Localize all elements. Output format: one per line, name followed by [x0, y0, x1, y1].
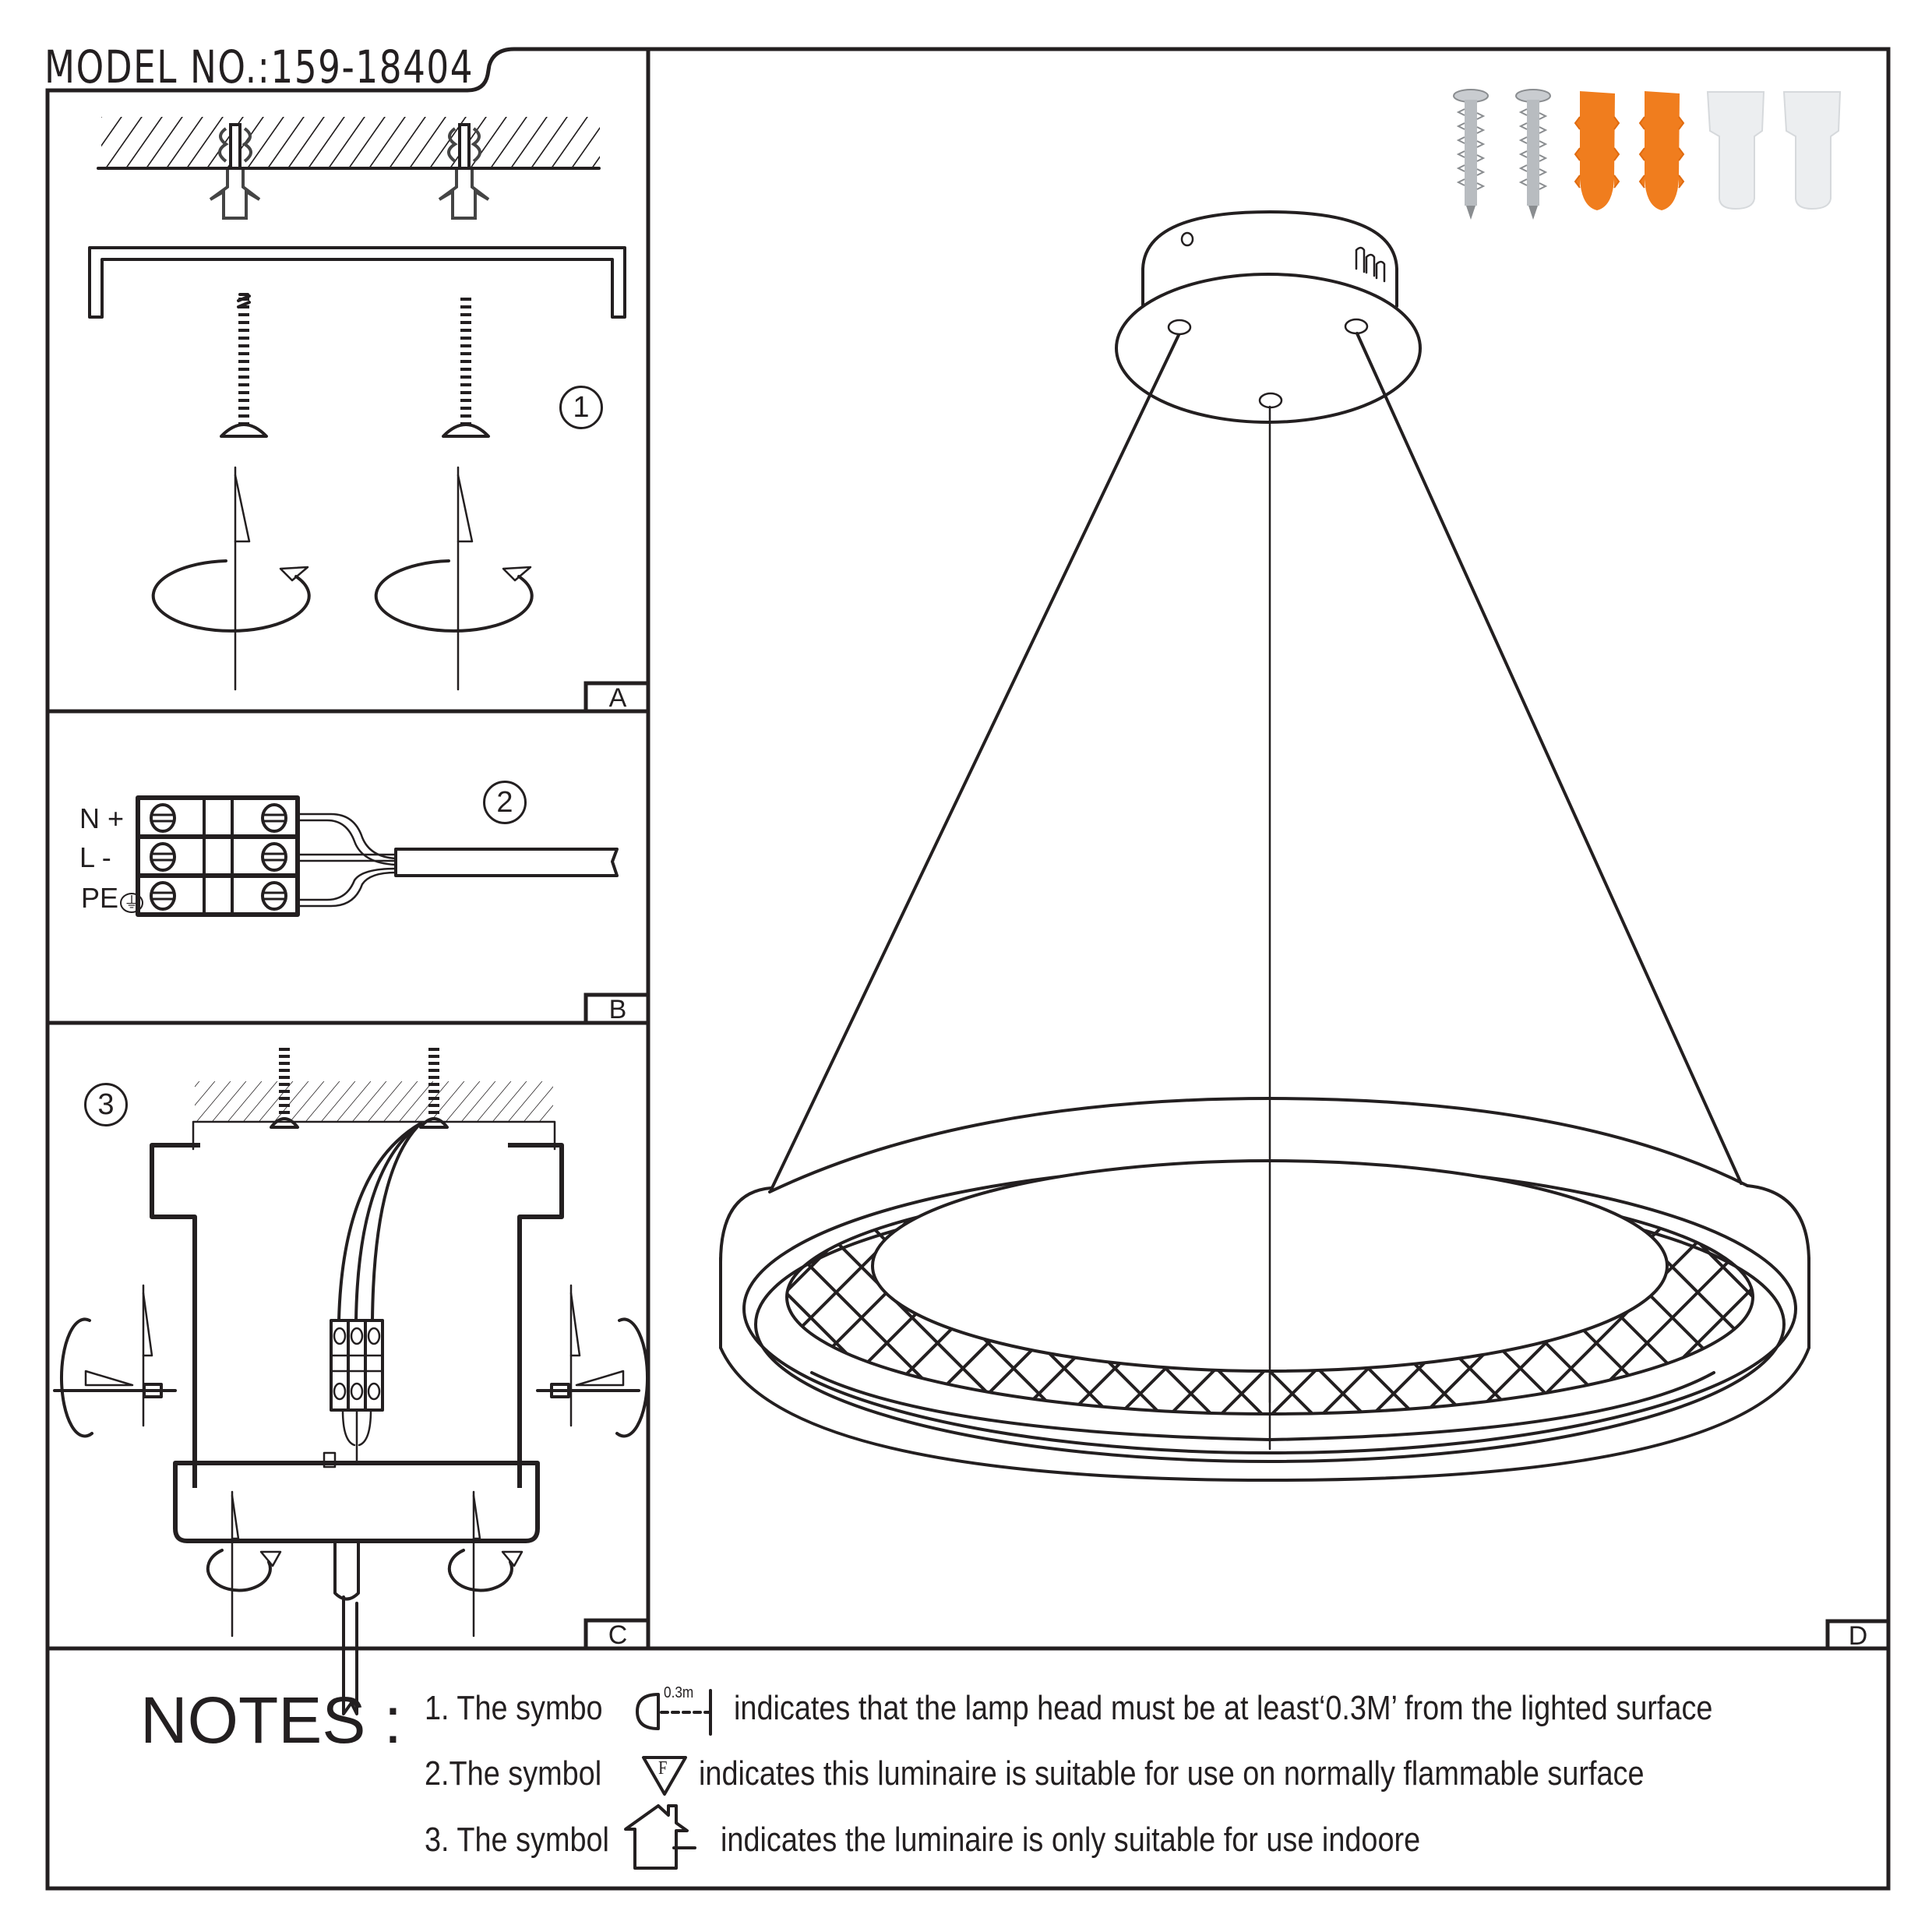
- note-1-text: indicates that the lamp head must be at …: [734, 1689, 1713, 1727]
- ring-luminaire: [719, 1097, 1810, 1482]
- rotate-clockwise-icon: [374, 466, 534, 691]
- model-number-title: MODEL NO.:159-18404: [44, 41, 474, 93]
- terminal-label-neutral: N +: [79, 802, 125, 834]
- screw-icon: [1453, 89, 1489, 220]
- terminal-block: [330, 1319, 384, 1412]
- panel-c-drawing: [53, 1048, 649, 1715]
- step-number-3: 3: [84, 1083, 128, 1126]
- wall-anchor-icon: [209, 123, 261, 220]
- panel-label-d: D: [1848, 1621, 1868, 1651]
- step-number-2: 2: [483, 781, 527, 824]
- panel-label-a: A: [608, 683, 627, 713]
- rotate-clockwise-icon: [206, 1490, 282, 1638]
- step-number-1: 1: [559, 386, 603, 429]
- screw-icon: [1515, 89, 1551, 220]
- note-2-text: indicates this luminaire is suitable for…: [699, 1754, 1645, 1793]
- panel-a-drawing: [88, 117, 626, 691]
- notes-symbols: [624, 1689, 712, 1870]
- note-1-prefix: 1. The symbo: [425, 1689, 603, 1727]
- terminal-label-earth-text: PE: [81, 882, 119, 914]
- terminal-block: [136, 795, 300, 917]
- rotate-clockwise-icon: [447, 1490, 524, 1638]
- screw-icon: [442, 298, 490, 438]
- notes-title: NOTES :: [140, 1683, 403, 1757]
- wire-connector-cap-icon: [1706, 91, 1765, 210]
- wall-anchor-icon: [438, 123, 490, 220]
- sheet-frame: [45, 47, 1891, 1891]
- wall-anchor-icon: [1574, 91, 1620, 210]
- distance-symbol-icon: [636, 1689, 712, 1736]
- terminal-label-earth: PE⏚: [81, 882, 144, 915]
- screw-icon: [419, 1048, 449, 1129]
- screw-icon: [220, 293, 268, 438]
- note-3-text: indicates the luminaire is only suitable…: [721, 1821, 1421, 1859]
- flammable-surface-symbol-icon: [642, 1756, 687, 1796]
- panel-label-c: C: [608, 1620, 628, 1650]
- note-3-prefix: 3. The symbol: [425, 1821, 609, 1859]
- panel-d-pendant-lamp-drawing: [719, 210, 1810, 1482]
- note-2-symbol-label: F: [658, 1758, 668, 1779]
- terminal-label-live: L -: [79, 841, 111, 873]
- note-1-symbol-label: 0.3m: [664, 1684, 694, 1701]
- wall-anchor-icon: [1638, 91, 1685, 210]
- ceiling-canopy: [1115, 210, 1422, 424]
- wire-connector-cap-icon: [1782, 91, 1842, 210]
- note-2-prefix: 2.The symbol: [425, 1754, 602, 1793]
- panel-label-b: B: [608, 995, 627, 1024]
- rotate-clockwise-icon: [151, 466, 311, 691]
- screw-icon: [270, 1048, 299, 1129]
- indoor-use-house-icon: [624, 1804, 696, 1870]
- hardware-kit: [1453, 89, 1842, 220]
- rotate-icon-left: [60, 1284, 153, 1438]
- earth-ground-icon: ⏚: [120, 893, 144, 913]
- cable: [296, 813, 619, 908]
- rotate-icon-right: [569, 1284, 649, 1438]
- panel-b-drawing: [136, 795, 619, 917]
